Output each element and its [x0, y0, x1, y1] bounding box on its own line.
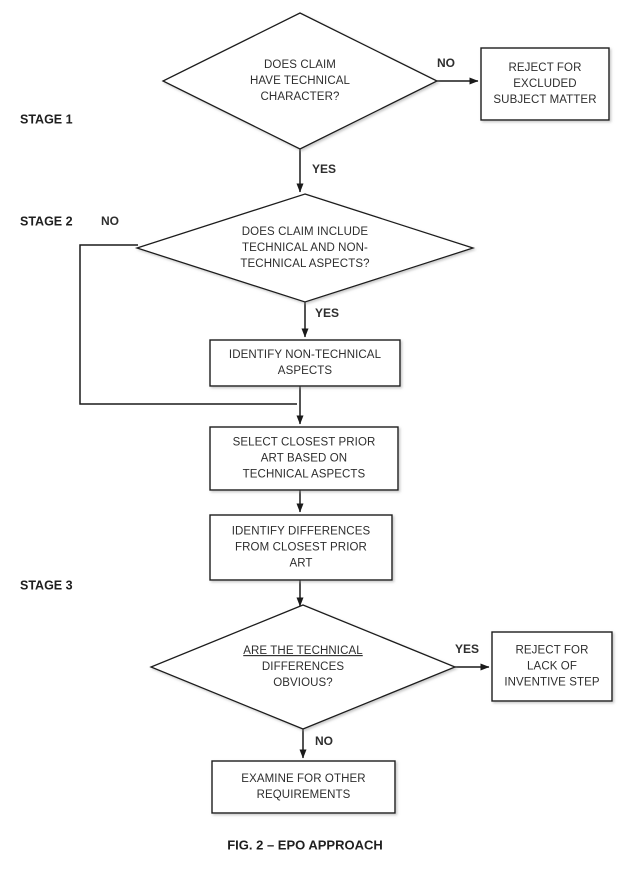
box-select-closest-prior-art[interactable]: SELECT CLOSEST PRIOR ART BASED ON TECHNICA…: [209, 426, 399, 491]
decision-does-claim-have-technical-character-line-2: CHARACTER?: [261, 91, 340, 103]
box-reject-for-excluded-subject-matter-line-2: SUBJECT MATTER: [493, 94, 596, 106]
box-reject-for-excluded-subject-matter[interactable]: REJECT FOR EXCLUDED SUBJECT MATTER: [480, 47, 610, 121]
decision-does-claim-include-technical-and-non-technical-aspects[interactable]: DOES CLAIM INCLUDE TECHNICAL AND NON- TECH…: [134, 193, 476, 303]
edges-layer: NO YES NO YES YES NO: [79, 56, 490, 759]
decision-does-claim-have-technical-character-line-0: DOES CLAIM: [264, 59, 336, 71]
box-identify-differences-from-closest-prior-art-shape[interactable]: [209, 514, 393, 581]
box-identify-differences-from-closest-prior-art[interactable]: IDENTIFY DIFFERENCES FROM CLOSEST PRIOR AR…: [209, 514, 393, 581]
decision-does-claim-include-technical-and-non-technical-aspects-line-1: TECHNICAL AND NON-: [242, 242, 368, 254]
box-reject-for-excluded-subject-matter-line-0: REJECT FOR: [509, 62, 582, 74]
box-reject-for-lack-of-inventive-step[interactable]: REJECT FOR LACK OF INVENTIVE STEP: [491, 631, 613, 702]
box-select-closest-prior-art-line-2: TECHNICAL ASPECTS: [243, 469, 366, 481]
box-identify-differences-from-closest-prior-art-line-2: ART: [289, 558, 312, 570]
box-reject-for-lack-of-inventive-step-line-2: INVENTIVE STEP: [504, 677, 600, 689]
box-identify-differences-from-closest-prior-art-line-1: FROM CLOSEST PRIOR: [235, 542, 367, 554]
box-reject-for-lack-of-inventive-step-shape[interactable]: [491, 631, 613, 702]
edge-technical-aspects-no-line: [79, 244, 297, 405]
edge-obvious-no: NO: [299, 729, 333, 759]
figure-caption: FIG. 2 – EPO APPROACH: [227, 837, 383, 852]
box-reject-for-excluded-subject-matter-shape[interactable]: [480, 47, 610, 121]
decision-does-claim-include-technical-and-non-technical-aspects-line-2: TECHNICAL ASPECTS?: [240, 258, 369, 270]
nodes-layer: DOES CLAIM HAVE TECHNICAL CHARACTER? REJECT…: [134, 12, 613, 814]
box-select-closest-prior-art-shape[interactable]: [209, 426, 399, 491]
decision-does-claim-have-technical-character-line-1: HAVE TECHNICAL: [250, 75, 351, 87]
box-identify-non-technical-aspects[interactable]: IDENTIFY NON-TECHNICAL ASPECTS: [209, 339, 401, 387]
decision-does-claim-have-technical-character-shape[interactable]: [161, 12, 439, 150]
box-examine-for-other-requirements[interactable]: EXAMINE FOR OTHER REQUIREMENTS: [211, 760, 396, 814]
box-select-closest-prior-art-line-1: ART BASED ON: [261, 453, 347, 465]
edge-technical-character-no: NO: [437, 56, 479, 85]
box-select-closest-prior-art-line-0: SELECT CLOSEST PRIOR: [233, 437, 376, 449]
edge-technical-aspects-no: NO: [79, 214, 297, 405]
stage-label-1: STAGE 1: [20, 112, 73, 126]
decision-does-claim-include-technical-and-non-technical-aspects-shape[interactable]: [134, 193, 476, 303]
edge-obvious-yes-label: YES: [455, 642, 479, 656]
decision-are-the-technical-differences-obvious-shape[interactable]: [149, 604, 457, 730]
edge-technical-character-yes: YES: [296, 149, 336, 193]
box-reject-for-lack-of-inventive-step-line-1: LACK OF: [527, 661, 577, 673]
stage-labels-layer: STAGE 1 STAGE 2 STAGE 3: [20, 112, 73, 592]
edge-technical-character-yes-label: YES: [312, 162, 336, 176]
edge-technical-character-no-label: NO: [437, 56, 455, 70]
box-identify-non-technical-aspects-line-1: ASPECTS: [278, 365, 333, 377]
box-identify-differences-from-closest-prior-art-line-0: IDENTIFY DIFFERENCES: [232, 526, 371, 538]
box-reject-for-lack-of-inventive-step-line-0: REJECT FOR: [516, 645, 589, 657]
edge-obvious-no-label: NO: [315, 734, 333, 748]
decision-does-claim-include-technical-and-non-technical-aspects-line-0: DOES CLAIM INCLUDE: [242, 226, 369, 238]
stage-label-3: STAGE 3: [20, 578, 73, 592]
edge-technical-aspects-yes-label: YES: [315, 306, 339, 320]
decision-does-claim-have-technical-character[interactable]: DOES CLAIM HAVE TECHNICAL CHARACTER?: [161, 12, 439, 150]
box-identify-non-technical-aspects-shape[interactable]: [209, 339, 401, 387]
box-reject-for-excluded-subject-matter-line-1: EXCLUDED: [513, 78, 576, 90]
decision-are-the-technical-differences-obvious-line-2: OBVIOUS?: [273, 677, 333, 689]
decision-are-the-technical-differences-obvious-line-0: ARE THE TECHNICAL: [243, 645, 363, 657]
box-examine-for-other-requirements-line-1: REQUIREMENTS: [257, 789, 351, 801]
edge-technical-aspects-yes: YES: [301, 302, 339, 338]
stage-label-2: STAGE 2: [20, 214, 73, 228]
box-examine-for-other-requirements-line-0: EXAMINE FOR OTHER: [241, 773, 365, 785]
decision-are-the-technical-differences-obvious[interactable]: ARE THE TECHNICAL DIFFERENCES OBVIOUS?: [149, 604, 457, 730]
edge-obvious-yes: YES: [455, 642, 490, 671]
box-examine-for-other-requirements-shape[interactable]: [211, 760, 396, 814]
box-identify-non-technical-aspects-line-0: IDENTIFY NON-TECHNICAL: [229, 349, 382, 361]
decision-are-the-technical-differences-obvious-line-1: DIFFERENCES: [262, 661, 344, 673]
edge-technical-aspects-no-label: NO: [101, 214, 119, 228]
